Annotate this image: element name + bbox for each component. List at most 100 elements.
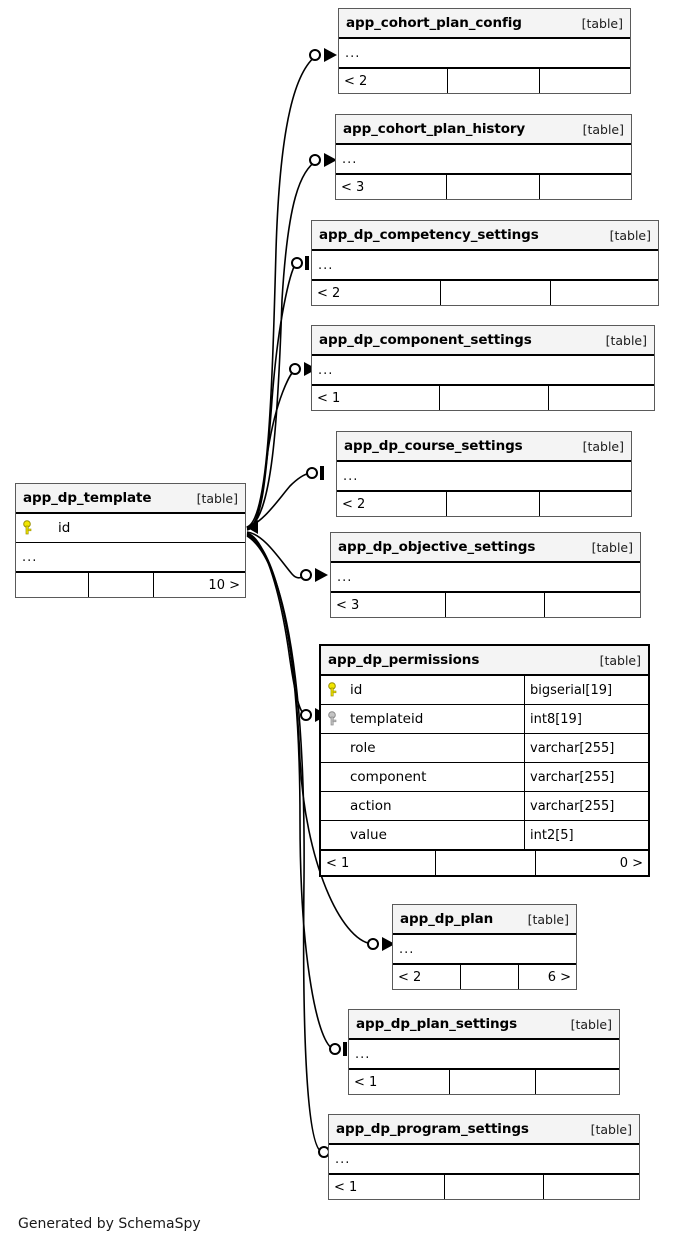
table-footer: < 1 [312,385,654,410]
columns-collapsed-row: ... [337,462,631,491]
footer-middle [447,69,539,93]
table-header: app_cohort_plan_config [table] [339,9,630,39]
footer-parents: < 1 [354,1074,378,1090]
footer-children: 6 > [518,965,576,989]
column-type: int2[5] [524,821,648,849]
no-key-spacer [328,798,341,814]
column-row-templateid[interactable]: templateid int8[19] [321,705,648,734]
table-app_dp_plan[interactable]: app_dp_plan [table] ... < 2 6 > [392,904,577,990]
footer-children [550,281,658,305]
columns-collapsed-row: ... [312,251,658,280]
columns-collapsed-row: ... [336,145,631,174]
table-app_dp_objective_settings[interactable]: app_dp_objective_settings [table] ... < … [330,532,641,618]
table-type-tag: [table] [590,1121,632,1137]
table-footer: < 2 [312,280,658,305]
table-header: app_dp_plan [table] [393,905,576,935]
footer-middle [88,573,153,597]
column-row-role[interactable]: role varchar[255] [321,734,648,763]
column-name: id [58,520,71,536]
table-type-tag: [table] [570,1016,612,1032]
table-name: app_dp_program_settings [336,1121,529,1137]
column-row-id[interactable]: id bigserial[19] [321,676,648,705]
footer-middle [460,965,518,989]
footer-middle [440,281,550,305]
table-footer: < 2 [339,68,630,93]
footer-children: 0 > [535,851,648,875]
table-header: app_dp_course_settings [table] [337,432,631,462]
table-footer: 10 > [16,572,245,597]
table-type-tag: [table] [605,332,647,348]
column-row-value[interactable]: value int2[5] [321,821,648,850]
table-header: app_dp_template [table] [16,484,245,514]
column-row-component[interactable]: component varchar[255] [321,763,648,792]
footer-parents: < 3 [336,597,360,613]
footer-parents: < 1 [334,1179,358,1195]
table-type-tag: [table] [591,539,633,555]
table-name: app_dp_permissions [328,652,480,668]
table-header: app_cohort_plan_history [table] [336,115,631,145]
table-app_dp_permissions[interactable]: app_dp_permissions [table] id bigserial[… [319,644,650,877]
column-row-action[interactable]: action varchar[255] [321,792,648,821]
columns-collapsed-row: ... [329,1145,639,1174]
foreign-key-icon [328,711,341,727]
columns-collapsed-row: ... [393,935,576,964]
table-app_dp_template[interactable]: app_dp_template [table] id ... 10 > [15,483,246,598]
table-footer: < 2 [337,491,631,516]
generator-credit: Generated by SchemaSpy [18,1216,201,1232]
footer-middle [449,1070,535,1094]
footer-parents: < 2 [317,285,341,301]
footer-parents: < 2 [344,73,368,89]
table-type-tag: [table] [196,490,238,506]
table-type-tag: [table] [581,15,623,31]
column-name: role [350,740,376,756]
column-name: action [350,798,392,814]
table-footer: < 1 [329,1174,639,1199]
footer-middle [435,851,535,875]
table-name: app_dp_objective_settings [338,539,536,555]
columns-collapsed-row: ... [331,563,640,592]
table-app_dp_program_settings[interactable]: app_dp_program_settings [table] ... < 1 [328,1114,640,1200]
table-name: app_dp_component_settings [319,332,532,348]
table-header: app_dp_objective_settings [table] [331,533,640,563]
column-name: templateid [350,711,424,727]
footer-parents: < 2 [398,969,422,985]
column-name: component [350,769,427,785]
table-app_dp_component_settings[interactable]: app_dp_component_settings [table] ... < … [311,325,655,411]
table-footer: < 3 [331,592,640,617]
table-app_cohort_plan_config[interactable]: app_cohort_plan_config [table] ... < 2 [338,8,631,94]
column-name: value [350,827,387,843]
table-app_dp_competency_settings[interactable]: app_dp_competency_settings [table] ... <… [311,220,659,306]
column-type: int8[19] [524,705,648,733]
table-type-tag: [table] [582,121,624,137]
table-name: app_dp_competency_settings [319,227,539,243]
table-name: app_cohort_plan_history [343,121,526,137]
columns-collapsed-row: ... [349,1040,619,1069]
column-type: varchar[255] [524,792,648,820]
table-app_cohort_plan_history[interactable]: app_cohort_plan_history [table] ... < 3 [335,114,632,200]
table-header: app_dp_component_settings [table] [312,326,654,356]
footer-parents [16,573,88,597]
table-app_dp_course_settings[interactable]: app_dp_course_settings [table] ... < 2 [336,431,632,517]
table-header: app_dp_program_settings [table] [329,1115,639,1145]
footer-middle [445,593,544,617]
footer-middle [439,386,548,410]
table-app_dp_plan_settings[interactable]: app_dp_plan_settings [table] ... < 1 [348,1009,620,1095]
columns-collapsed-row: ... [312,356,654,385]
column-row-id[interactable]: id [16,514,245,543]
footer-parents: < 1 [317,390,341,406]
table-name: app_dp_plan_settings [356,1016,518,1032]
table-header: app_dp_plan_settings [table] [349,1010,619,1040]
table-name: app_dp_course_settings [344,438,523,454]
columns-collapsed-row: ... [16,543,245,572]
table-type-tag: [table] [609,227,651,243]
table-name: app_cohort_plan_config [346,15,522,31]
footer-children [548,386,654,410]
table-footer: < 1 [349,1069,619,1094]
table-header: app_dp_competency_settings [table] [312,221,658,251]
footer-children [539,492,631,516]
table-name: app_dp_template [23,490,152,506]
column-name: id [350,682,363,698]
table-footer: < 2 6 > [393,964,576,989]
no-key-spacer [328,769,341,785]
